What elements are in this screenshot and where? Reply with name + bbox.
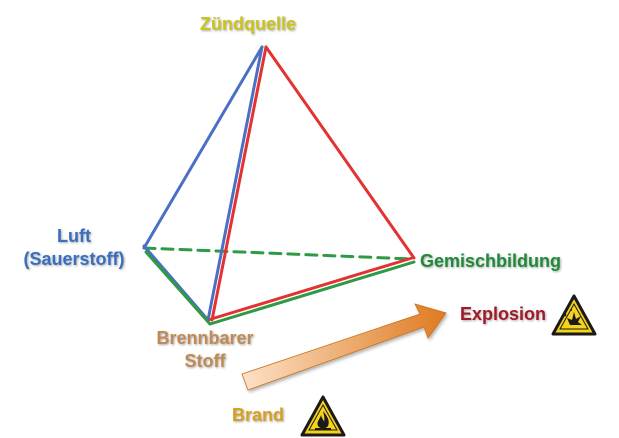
edge-fuel-mixture-red: [206, 256, 414, 322]
edge-air-mixture: [142, 246, 414, 261]
edge-air-fuel-green: [144, 250, 212, 326]
edge-fuel-mixture-green: [208, 260, 416, 326]
label-fuel: Brennbarer Stoff: [135, 327, 275, 372]
fire-warning-icon: [300, 395, 346, 437]
edge-apex-fuel-red: [210, 45, 268, 322]
label-ignition-source: Zündquelle: [200, 14, 296, 34]
label-fire: Brand: [232, 405, 285, 425]
label-air: Luft (Sauerstoff): [4, 225, 144, 270]
label-air-line2: (Sauerstoff): [23, 248, 125, 269]
label-mixture-formation: Gemischbildung: [420, 251, 562, 271]
label-fuel-line1: Brennbarer: [156, 328, 254, 348]
edge-apex-air: [142, 45, 264, 250]
label-explosion: Explosion: [460, 304, 547, 324]
label-air-line1: Luft: [57, 226, 91, 246]
edge-apex-fuel-blue: [206, 45, 264, 322]
tetrahedron: [142, 45, 416, 326]
explosion-warning-icon: [551, 294, 597, 336]
label-fuel-line2: Stoff: [184, 350, 226, 371]
escalation-arrow: [241, 303, 447, 391]
edge-apex-mixture: [264, 45, 416, 260]
